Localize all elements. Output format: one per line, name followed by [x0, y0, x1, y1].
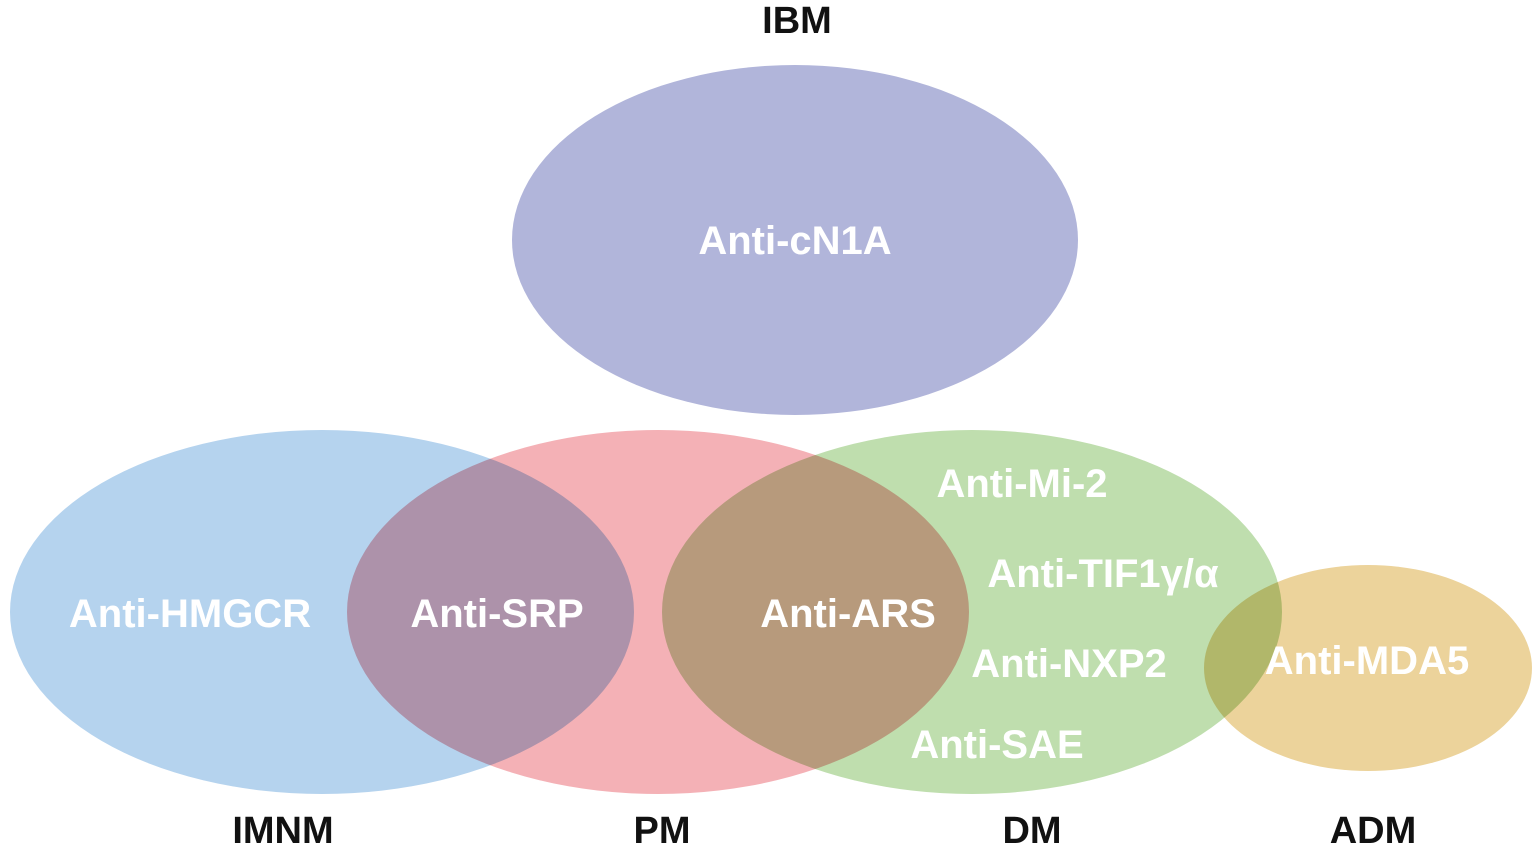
- anti-hmgcr-label: Anti-HMGCR: [69, 592, 311, 636]
- ibm-ellipse: [512, 65, 1078, 415]
- anti-sae-label: Anti-SAE: [910, 723, 1083, 767]
- imnm-label: IMNM: [232, 810, 333, 849]
- anti-mi2-label: Anti-Mi-2: [936, 462, 1107, 506]
- adm-label: ADM: [1330, 810, 1417, 849]
- anti-mda5-label: Anti-MDA5: [1265, 639, 1469, 683]
- ibm-label: IBM: [762, 0, 832, 42]
- anti-nxp2-label: Anti-NXP2: [971, 642, 1167, 686]
- anti-tif1-label: Anti-TIF1γ/α: [987, 552, 1219, 596]
- adm-ellipse: [1204, 565, 1532, 771]
- anti-ars-label: Anti-ARS: [760, 592, 936, 636]
- dm-label: DM: [1002, 810, 1061, 849]
- anti-srp-label: Anti-SRP: [410, 592, 583, 636]
- anti-cn1a-label: Anti-cN1A: [698, 219, 891, 263]
- pm-label: PM: [634, 810, 691, 849]
- dm-ellipse: [662, 430, 1282, 794]
